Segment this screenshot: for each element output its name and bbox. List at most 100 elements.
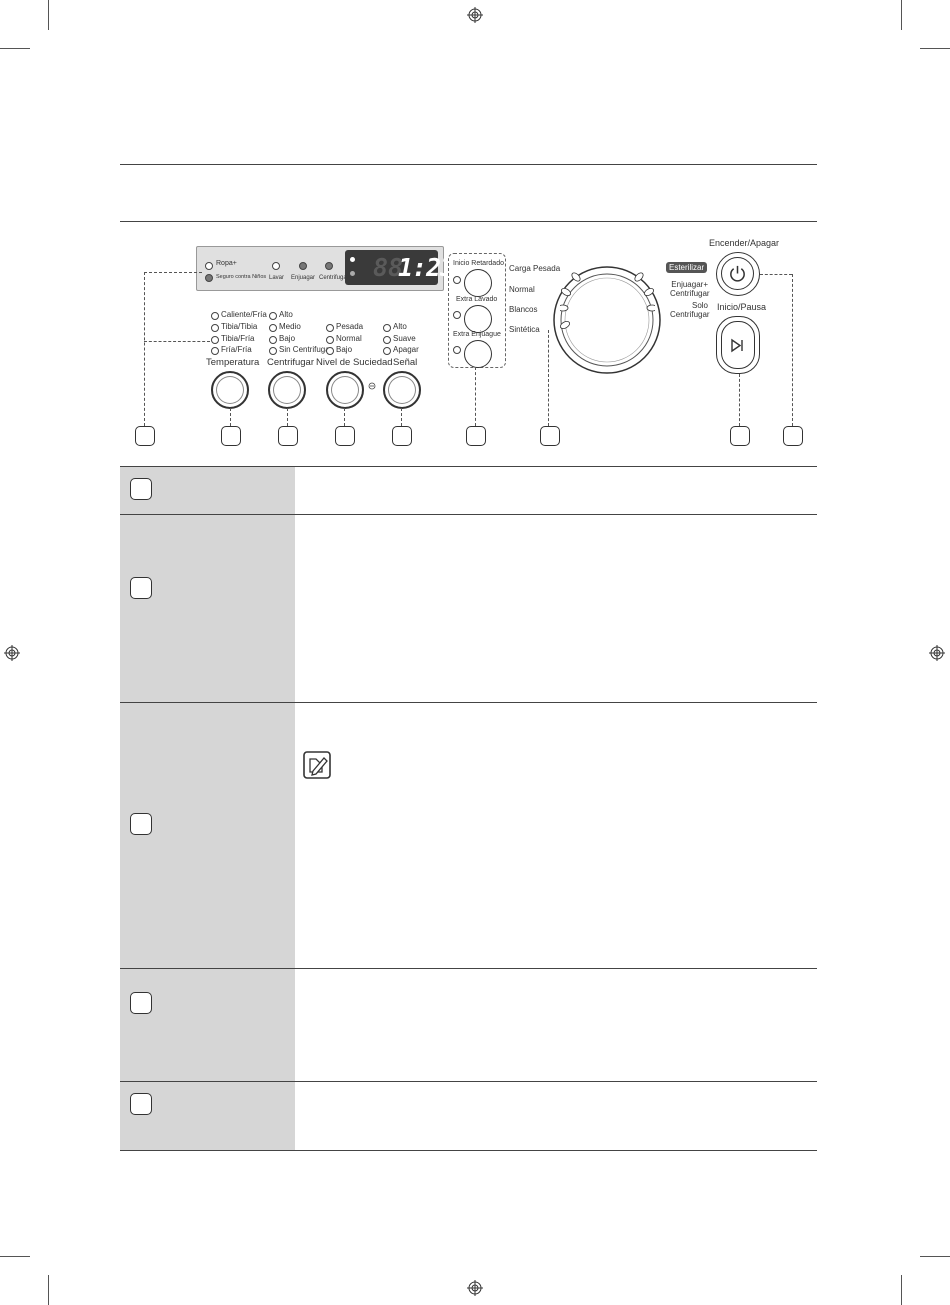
extra-rinse-button[interactable] <box>464 340 492 368</box>
table-row-header <box>120 515 295 702</box>
soil-label: Nivel de Suciedad <box>316 357 393 368</box>
crop-mark <box>48 1275 49 1305</box>
callout-leader <box>739 374 740 426</box>
crop-mark <box>901 0 902 30</box>
option-led <box>326 324 334 332</box>
control-panel-diagram: Ropa+ Seguro contra Niños Lavar Enjuagar… <box>120 230 817 455</box>
callout-leader <box>548 330 549 426</box>
stage-label-rinse: Enjuagar <box>291 275 316 281</box>
cycle-label-left: Blancos <box>509 305 538 314</box>
start-pause-button[interactable] <box>716 316 760 374</box>
option-led <box>383 347 391 355</box>
callout-box <box>540 426 560 446</box>
cycle-label-right: Enjuagar+ Centrifugar <box>670 280 710 298</box>
play-pause-icon <box>731 338 743 353</box>
option-button-label: Extra Lavado <box>456 296 498 303</box>
spin-button[interactable] <box>268 371 306 409</box>
callout-leader <box>144 341 210 342</box>
signal-button[interactable] <box>383 371 421 409</box>
row-number-box <box>130 577 152 599</box>
callout-leader <box>144 272 202 273</box>
callout-box <box>466 426 486 446</box>
child-lock-led <box>205 274 213 282</box>
spin-option: Alto <box>279 310 293 319</box>
callout-leader <box>144 272 145 426</box>
start-label: Inicio/Pausa <box>717 302 767 312</box>
temperature-button[interactable] <box>211 371 249 409</box>
row-number-box <box>130 1093 152 1115</box>
soil-level-button[interactable] <box>326 371 364 409</box>
table-rule <box>120 1081 817 1082</box>
callout-box <box>730 426 750 446</box>
crop-mark <box>48 0 49 30</box>
option-led <box>211 347 219 355</box>
callout-leader <box>792 274 793 426</box>
temperature-option: Tibia/Tibia <box>221 322 258 331</box>
callout-leader <box>344 408 345 426</box>
option-led <box>211 324 219 332</box>
signal-option: Apagar <box>393 345 419 354</box>
signal-option: Suave <box>393 334 416 343</box>
spin-option: Bajo <box>279 334 296 343</box>
table-rule <box>120 514 817 515</box>
cycle-label-sterilize: Esterilizar <box>666 262 708 273</box>
table-rule <box>120 1150 817 1151</box>
option-led <box>269 336 277 344</box>
extra-wash-button[interactable] <box>464 305 492 333</box>
crop-mark <box>0 48 30 49</box>
signal-label: Señal <box>393 357 418 368</box>
table-rule <box>120 968 817 969</box>
cycle-selector-dial[interactable] <box>552 265 662 375</box>
table-row-header <box>120 969 295 1081</box>
option-led <box>326 347 334 355</box>
delay-start-button[interactable] <box>464 269 492 297</box>
registration-mark-icon <box>929 645 945 661</box>
registration-mark-icon <box>467 1280 483 1296</box>
row-number-box <box>130 478 152 500</box>
cycle-position-markers <box>560 272 655 330</box>
crop-mark <box>0 1256 30 1257</box>
option-led <box>383 324 391 332</box>
callout-box <box>335 426 355 446</box>
callout-leader <box>230 408 231 426</box>
row-number-box <box>130 813 152 835</box>
ropa-plus-label: Ropa+ <box>216 260 237 267</box>
header-rule <box>120 221 817 222</box>
stage-label-wash: Lavar <box>269 275 285 281</box>
registration-mark-icon <box>467 7 483 23</box>
callout-box <box>278 426 298 446</box>
display-digits-off: 88 <box>373 253 404 282</box>
callout-leader <box>760 274 792 275</box>
registration-mark-icon <box>4 645 20 661</box>
cycle-label-left: Normal <box>509 285 535 294</box>
callout-box <box>135 426 155 446</box>
callout-leader <box>287 408 288 426</box>
hold-icon <box>368 382 376 390</box>
option-button-label: Inicio Retardado <box>453 260 504 267</box>
callout-box <box>221 426 241 446</box>
option-led <box>453 346 461 354</box>
callout-box <box>783 426 803 446</box>
display-dot <box>350 257 355 262</box>
spin-led <box>325 262 333 270</box>
power-label: Encender/Apagar <box>709 238 780 248</box>
option-led <box>211 336 219 344</box>
power-icon <box>730 265 745 282</box>
option-led <box>269 312 277 320</box>
option-led <box>269 324 277 332</box>
cycle-label-left: Sintética <box>509 325 540 334</box>
option-led <box>326 336 334 344</box>
header-rule <box>120 164 817 165</box>
option-button-label: Extra Enjuague <box>453 331 501 338</box>
rinse-led <box>299 262 307 270</box>
crop-mark <box>901 1275 902 1305</box>
callout-leader <box>475 367 476 426</box>
spin-label: Centrifugar <box>267 357 314 368</box>
cycle-label-left: Carga Pesada <box>509 264 561 273</box>
spin-option: Medio <box>279 322 301 331</box>
child-lock-label: Seguro contra Niños <box>216 274 267 280</box>
power-button[interactable] <box>716 252 760 296</box>
temperature-label: Temperatura <box>206 357 260 368</box>
stage-label-spin: Centrifugar <box>319 275 349 281</box>
crop-mark <box>920 1256 950 1257</box>
